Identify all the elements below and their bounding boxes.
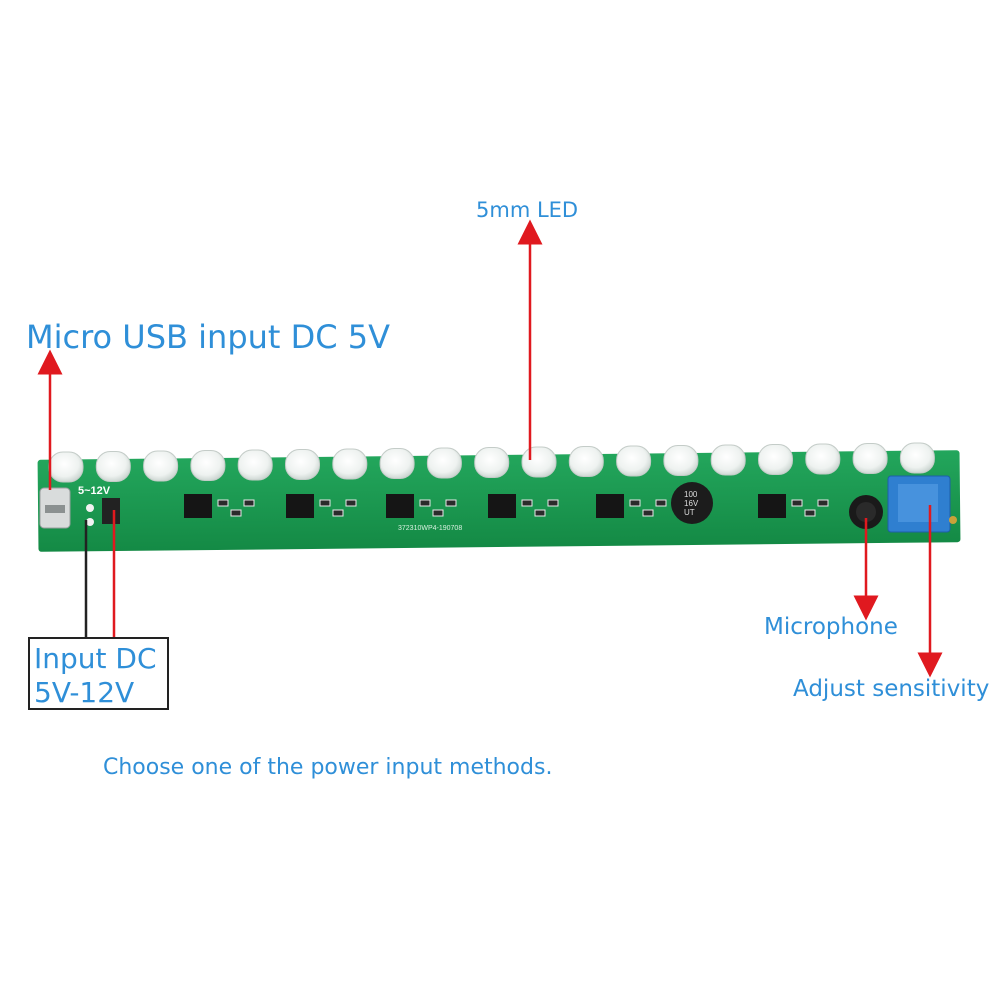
led [805,443,841,475]
led-label: 5mm LED [476,198,579,222]
smd-resistor [817,499,829,507]
led [758,444,793,475]
led [616,445,652,477]
dc-input-box: Input DC 5V-12V [28,637,169,710]
microphone-label: Microphone [764,614,898,640]
ic-chips [184,494,829,518]
smd-resistor [217,499,229,507]
smd-resistor [791,499,803,507]
smd-resistor [345,499,357,507]
sensitivity-label: Adjust sensitivity [793,676,990,702]
led [48,451,84,483]
ic-chip [488,494,516,518]
led [663,445,699,476]
power-note: Choose one of the power input methods. [103,755,553,780]
smd-resistor [445,499,457,507]
smd-resistor [521,499,533,507]
led [379,448,415,479]
smd-resistor [319,499,331,507]
smd-resistor [243,499,255,507]
led [285,449,320,480]
led-row [48,442,935,483]
led [237,449,273,481]
smd-resistor [655,499,667,507]
smd-resistor [432,509,444,517]
led [426,447,462,479]
smd-resistor [419,499,431,507]
ic-chip [596,494,624,518]
led [852,443,888,474]
led [143,450,179,482]
ic-chip [386,494,414,518]
voltage-marking: 5~12V [78,485,111,497]
led [568,446,604,477]
smd-resistor [230,509,242,517]
smd-resistor [547,499,559,507]
led [190,450,226,481]
electrolytic-capacitor: 100 16V UT [671,482,713,524]
dc-input-label-line1: Input DC [34,642,157,675]
svg-text:100: 100 [684,490,698,499]
pcb-code-marking: 372310WP4-190708 [398,525,462,532]
led [332,448,368,480]
dc-input-header [102,498,120,524]
svg-text:UT: UT [684,508,695,517]
smd-resistor [804,509,816,517]
dc-input-label-line2: 5V-12V [34,676,135,709]
ic-chip [286,494,314,518]
smd-resistor [642,509,654,517]
smd-resistor [534,509,546,517]
ic-chip [184,494,212,518]
led [95,451,131,482]
usb-input-label: Micro USB input DC 5V [26,318,391,356]
smd-resistor [629,499,641,507]
svg-text:16V: 16V [684,499,699,508]
led [899,442,935,474]
ic-chip [758,494,786,518]
led [521,446,557,478]
led [710,444,746,476]
smd-resistor [332,509,344,517]
led [474,447,510,478]
